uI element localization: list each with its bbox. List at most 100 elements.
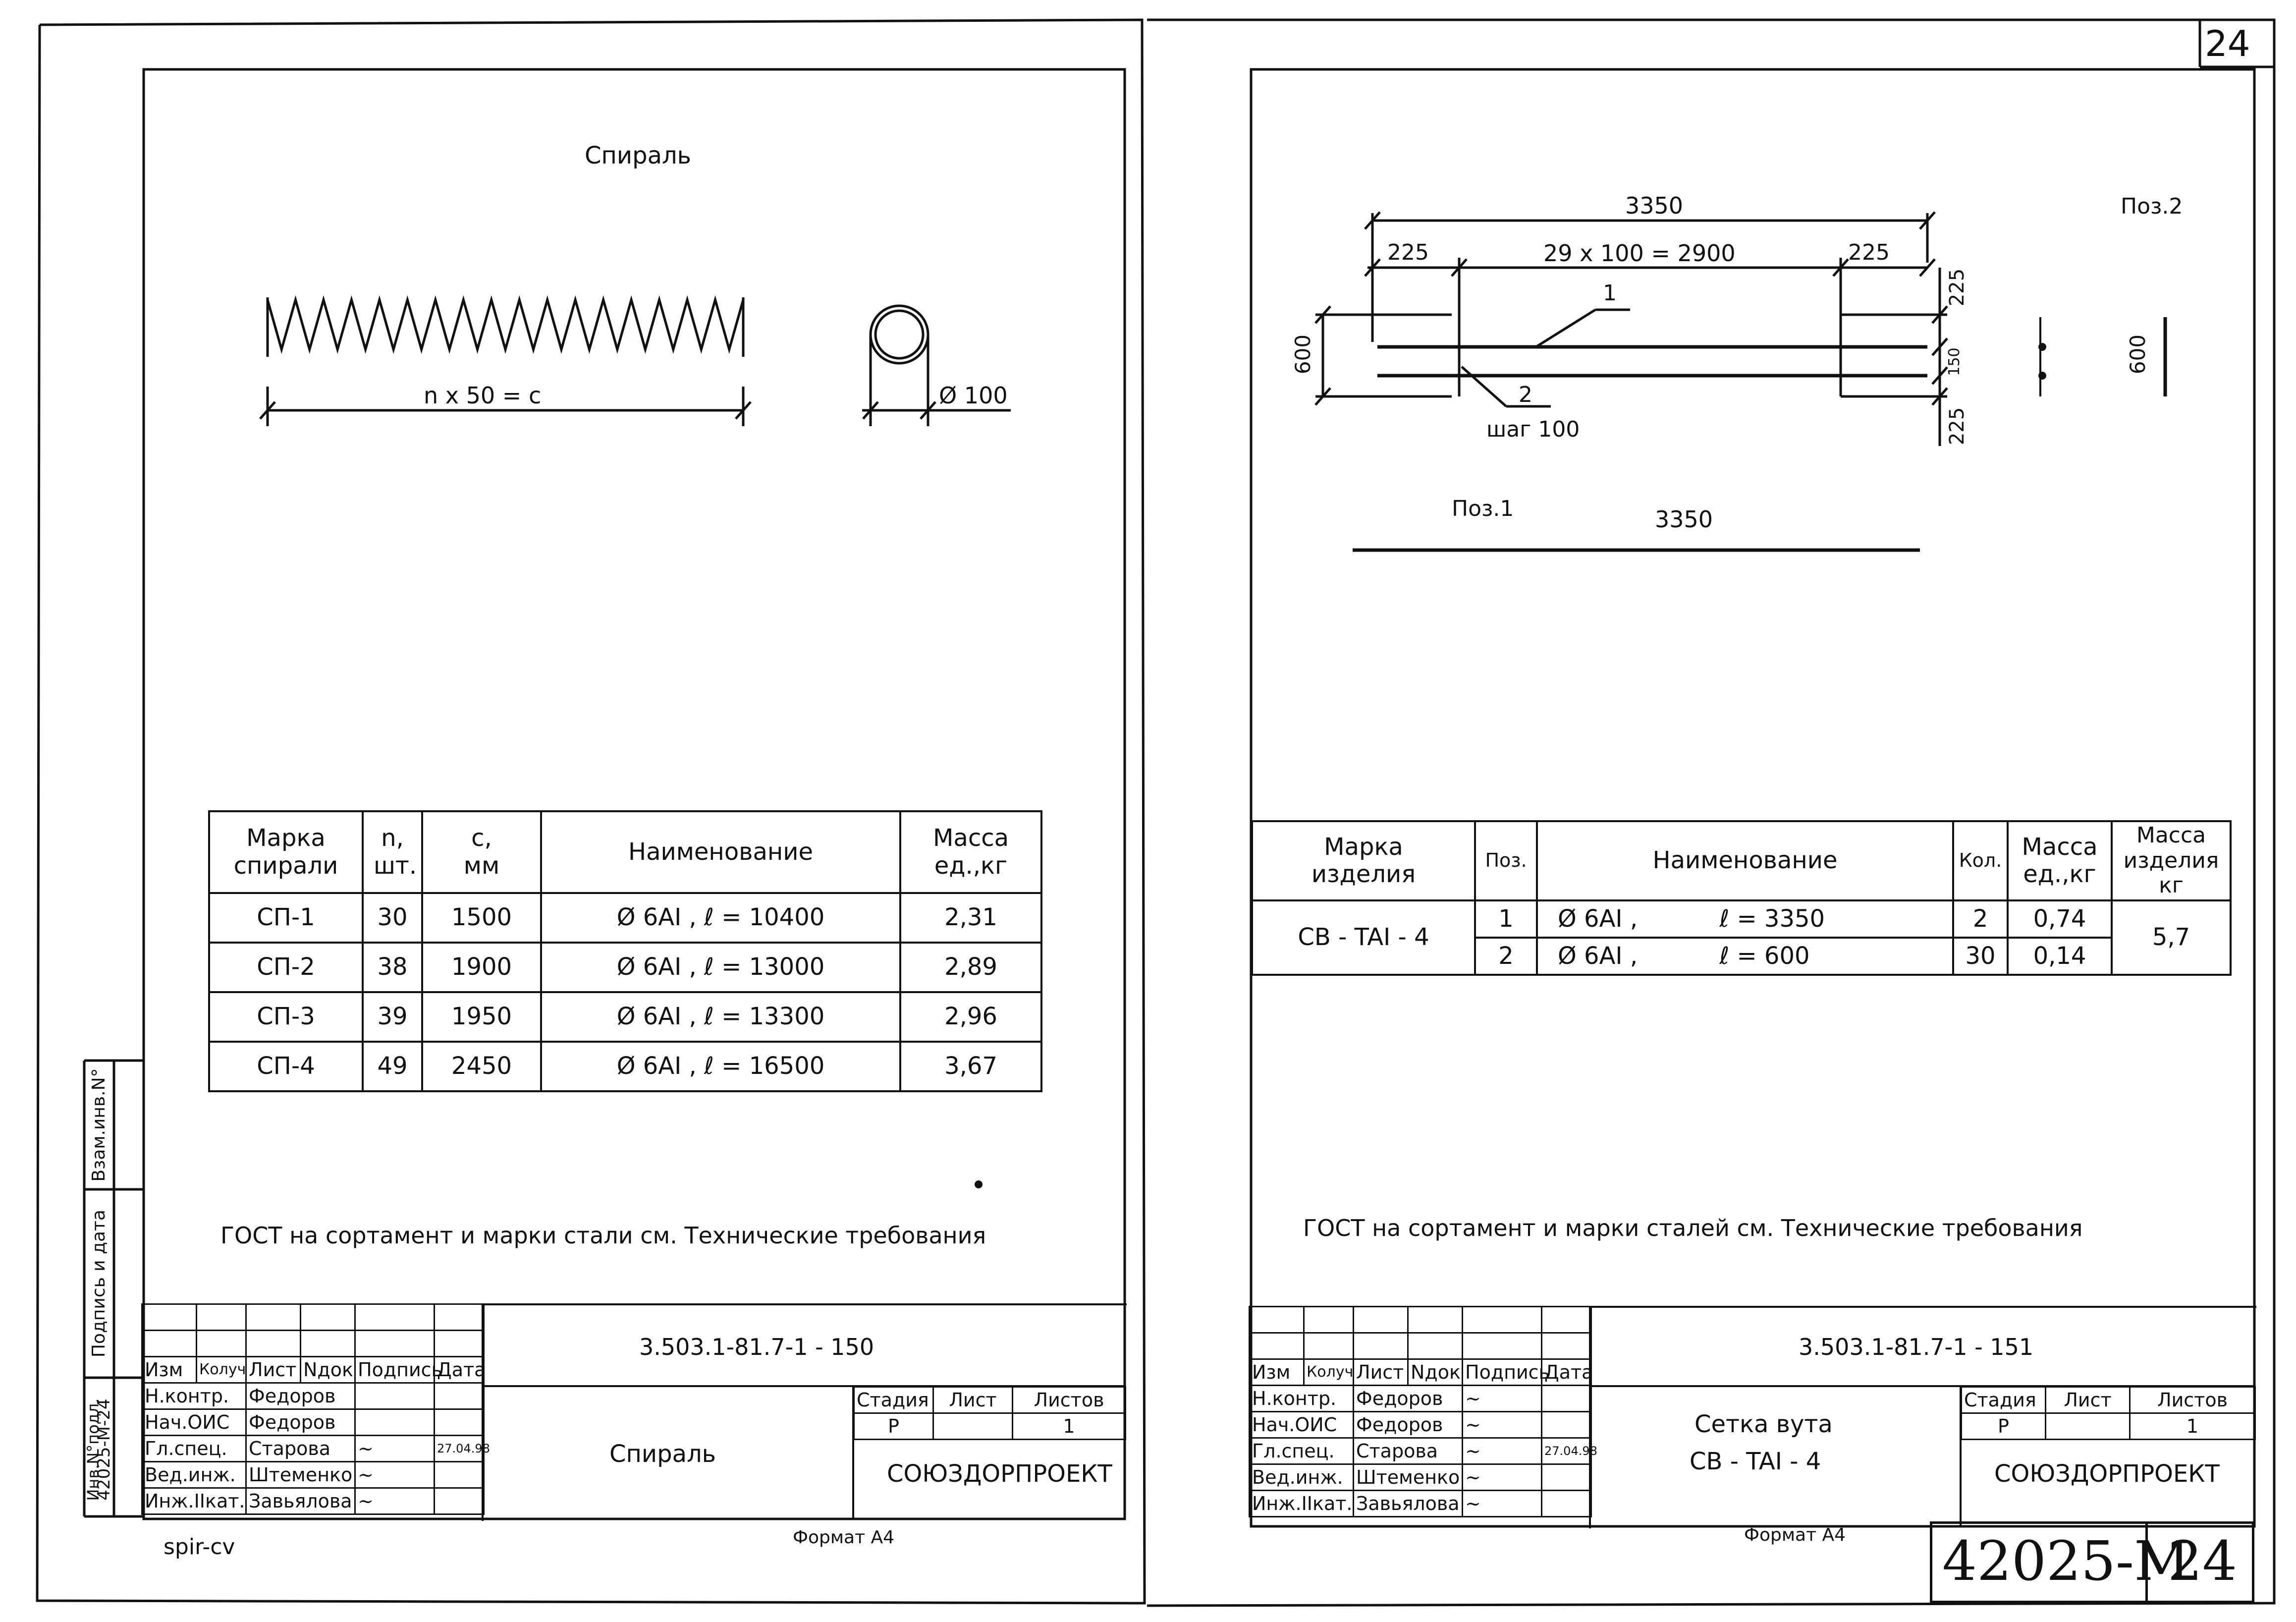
cell-name-length: ℓ = 600 (1719, 942, 1810, 970)
cell-c: 2450 (421, 1041, 542, 1092)
cell-n: 39 (362, 991, 423, 1043)
tb-person: Старова (1353, 1437, 1463, 1465)
dim-left-600: 600 (1291, 334, 1315, 375)
spiral-spec-table: Марка спирали n, шт. c, мм Наименование … (208, 810, 1042, 1092)
tb-role: Инж.IIкат. (1249, 1490, 1354, 1517)
pos1-label: Поз.1 (1452, 496, 1514, 521)
cell-name: Ø 6AI , ℓ = 13000 (540, 942, 901, 993)
cell-name: Ø 6AI , ℓ = 13300 (540, 991, 901, 1043)
right-title-block-grid: Изм Колуч Лист Nдок Подпись Дата Н.контр… (1249, 1306, 1597, 1517)
col-header-unit-mass: Масса ед.,кг (2007, 820, 2113, 901)
stage-hdr: Стадия (853, 1386, 934, 1414)
archive-stamp-code: 42025-M (1942, 1529, 2190, 1593)
tb-role: Нач.ОИС (1249, 1411, 1354, 1439)
sheets-hdr: Листов (2129, 1386, 2256, 1414)
table-row: 2 Ø 6AI , ℓ = 600 30 0,14 (1252, 937, 2231, 976)
pos2-label: Поз.2 (2121, 194, 2183, 219)
tb-role: Вед.инж. (1249, 1463, 1354, 1491)
strip-swap-label: Взам.инв.N° (89, 1068, 109, 1182)
signature: ~ (1462, 1490, 1542, 1517)
left-doc-code: 3.503.1-81.7-1 - 150 (639, 1334, 875, 1360)
sheet-val (932, 1412, 1013, 1440)
tb-hdr-podpis: Подпись (354, 1356, 442, 1384)
tb-person: Федоров (245, 1382, 356, 1410)
right-note: ГОСТ на сортамент и марки сталей см. Тех… (1303, 1215, 2083, 1241)
cell-name-length: ℓ = 3350 (1719, 904, 1825, 933)
spiral-zigzag (266, 295, 745, 354)
tb-hdr-list: Лист (1353, 1358, 1409, 1386)
tb-person: Старова (245, 1435, 356, 1462)
cell-name-diameter: Ø 6AI , (1558, 942, 1638, 970)
tb-person: Штеменко (1353, 1463, 1463, 1491)
cell-product-mark: СВ - TAI - 4 (1251, 899, 1476, 976)
cell-mark: СП-4 (208, 1041, 364, 1092)
col-header-c: c, мм (421, 810, 542, 894)
mesh-spec-table: Марка изделия Поз. Наименование Кол. Мас… (1251, 820, 2232, 976)
tb-hdr-data: Дата (434, 1356, 486, 1384)
corner-sheet-number: 24 (2205, 23, 2250, 64)
cell-name: Ø 6AI , ℓ = 10400 (540, 892, 901, 944)
tb-person: Завьялова (1353, 1490, 1463, 1517)
sheet-hdr: Лист (2045, 1386, 2131, 1414)
tb-role: Н.контр. (1249, 1385, 1354, 1412)
dim-middle: 29 x 100 = 2900 (1543, 240, 1736, 267)
cell-n: 30 (362, 892, 423, 944)
stage-val: Р (1961, 1412, 2046, 1440)
cell-mass: 3,67 (899, 1041, 1042, 1092)
cell-mass: 2,96 (899, 991, 1042, 1043)
tb-hdr-ndok: Nдок (1407, 1358, 1463, 1386)
cell-mass: 2,89 (899, 942, 1042, 993)
sheets-val: 1 (1012, 1412, 1126, 1440)
col-header-total-mass: Масса изделия кг (2111, 820, 2232, 901)
cell-n: 49 (362, 1041, 423, 1092)
table-row: СП-2 38 1900 Ø 6AI , ℓ = 13000 2,89 (208, 942, 1042, 993)
left-doc-name: Спираль (609, 1440, 716, 1468)
signature: ~ (354, 1461, 435, 1489)
strip-inv-value: 42025-M-24 (94, 1398, 114, 1501)
tb-role: Нач.ОИС (141, 1408, 247, 1436)
col-header-mark: Марка спирали (208, 810, 364, 894)
step-label: шаг 100 (1486, 417, 1580, 442)
cell-mark: СП-3 (208, 991, 364, 1043)
tb-hdr-izm: Изм (1249, 1358, 1305, 1386)
callout-2: 2 (1519, 382, 1532, 407)
dim-bottom-225-v: 225 (1946, 407, 1968, 446)
left-title-block-grid: Изм Колуч Лист Nдок Подпись Дата Н.контр… (141, 1303, 490, 1515)
tb-hdr-ndok: Nдок (300, 1356, 356, 1384)
sheets-hdr: Листов (1012, 1386, 1126, 1414)
signature: ~ (1462, 1411, 1542, 1439)
left-note: ГОСТ на сортамент и марки стали см. Техн… (220, 1222, 986, 1249)
cell-c: 1500 (421, 892, 542, 944)
cell-mass: 2,31 (899, 892, 1042, 944)
cell-pos: 2 (1474, 937, 1538, 976)
dim-left-225: 225 (1387, 240, 1429, 265)
cell-qty: 30 (1952, 937, 2009, 976)
right-doc-name-1: Сетка вута (1695, 1410, 1833, 1438)
sheet-hdr: Лист (932, 1386, 1013, 1414)
tb-person: Завьялова (245, 1487, 356, 1515)
stage-val: Р (853, 1412, 934, 1440)
sheet-val (2045, 1412, 2131, 1440)
cell-name: Ø 6AI , ℓ = 3350 (1536, 899, 1954, 939)
tb-date: 27.04.98 (1541, 1437, 1597, 1465)
tb-hdr-koluch: Колуч (1303, 1358, 1354, 1386)
stage-hdr: Стадия (1961, 1386, 2046, 1414)
tb-hdr-data: Дата (1541, 1358, 1593, 1386)
col-header-pos: Поз. (1474, 820, 1538, 901)
cell-total-mass: 5,7 (2111, 899, 2232, 976)
tb-hdr-izm: Изм (141, 1356, 197, 1384)
col-header-name: Наименование (1536, 820, 1954, 901)
right-doc-code: 3.503.1-81.7-1 - 151 (1799, 1334, 2034, 1360)
tb-person: Федоров (245, 1408, 356, 1436)
tb-person: Штеменко (245, 1461, 356, 1489)
tb-role: Н.контр. (141, 1382, 247, 1410)
right-doc-name-2: СВ - TAI - 4 (1690, 1448, 1821, 1475)
tb-role: Вед.инж. (141, 1461, 247, 1489)
table-row: СП-3 39 1950 Ø 6AI , ℓ = 13300 2,96 (208, 991, 1042, 1043)
signature: ~ (1462, 1463, 1542, 1491)
pos2-length: 600 (2126, 334, 2150, 375)
right-format: Формат А4 (1744, 1525, 1846, 1545)
